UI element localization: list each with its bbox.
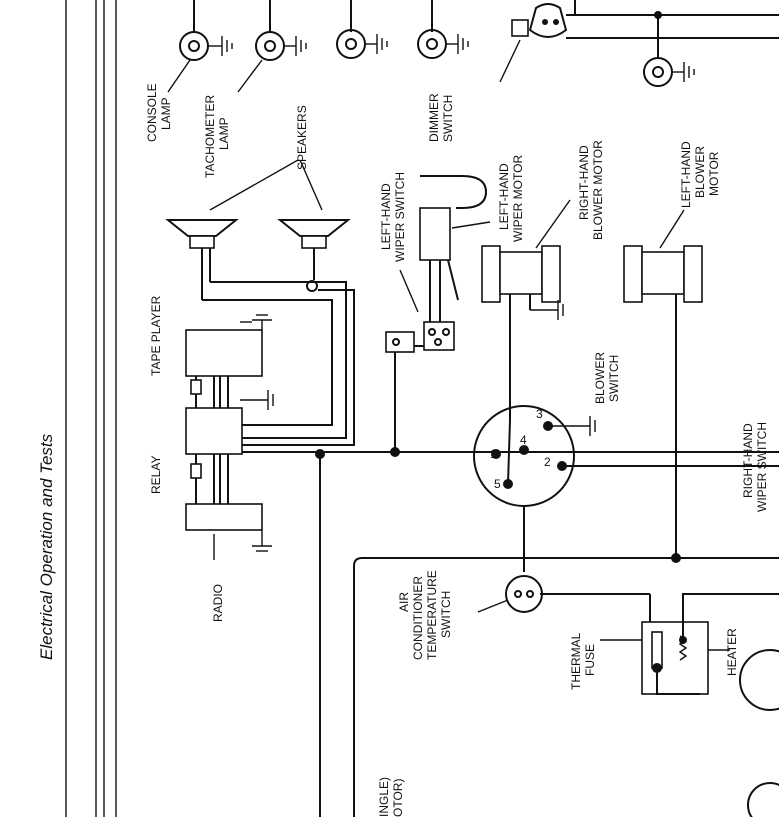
svg-text:LEFT-HAND: LEFT-HAND bbox=[679, 141, 693, 208]
svg-text:HEATER: HEATER bbox=[725, 628, 739, 676]
label-tachometer-lamp: TACHOMETER LAMP bbox=[203, 95, 231, 178]
blower-terminal-3: 3 bbox=[536, 407, 543, 421]
label-left-hand-wiper-switch: LEFT-HAND WIPER SWITCH bbox=[379, 172, 407, 262]
right-speaker-symbol bbox=[277, 219, 351, 292]
svg-text:AIR: AIR bbox=[397, 592, 411, 612]
thermal-fuse-heater-symbol bbox=[600, 593, 779, 817]
svg-text:TAPE PLAYER: TAPE PLAYER bbox=[149, 295, 163, 376]
blower-terminal-2: 2 bbox=[544, 455, 551, 469]
label-left-hand-wiper-motor: LEFT-HAND WIPER MOTOR bbox=[497, 155, 525, 242]
label-dimmer-switch: DIMMER SWITCH bbox=[427, 93, 455, 142]
svg-text:SWITCH: SWITCH bbox=[439, 591, 453, 638]
svg-text:DIMMER: DIMMER bbox=[427, 93, 441, 142]
blower-terminal-4: 4 bbox=[520, 433, 527, 447]
svg-text:SWITCH: SWITCH bbox=[441, 95, 455, 142]
label-right-hand-wiper-switch: RIGHT-HAND WIPER SWITCH bbox=[741, 422, 769, 512]
svg-text:WIPER SWITCH: WIPER SWITCH bbox=[755, 422, 769, 512]
svg-text:FUSE: FUSE bbox=[583, 644, 597, 676]
svg-text:CONDITIONER: CONDITIONER bbox=[411, 576, 425, 660]
svg-text:LEFT-HAND: LEFT-HAND bbox=[497, 163, 511, 230]
label-heater: HEATER bbox=[725, 628, 739, 676]
svg-text:OTOR): OTOR) bbox=[391, 779, 405, 817]
left-hand-wiper-motor-symbol bbox=[419, 175, 491, 322]
label-console-lamp: CONSOLE LAMP bbox=[145, 83, 173, 142]
svg-text:TEMPERATURE: TEMPERATURE bbox=[425, 570, 439, 660]
svg-text:THERMAL: THERMAL bbox=[569, 632, 583, 690]
label-relay: RELAY bbox=[149, 456, 163, 494]
blower-switch-symbol: 1 2 3 4 5 bbox=[473, 405, 779, 572]
svg-text:LEFT-HAND: LEFT-HAND bbox=[379, 183, 393, 250]
svg-text:MOTOR: MOTOR bbox=[707, 151, 721, 196]
svg-text:WIPER SWITCH: WIPER SWITCH bbox=[393, 172, 407, 262]
svg-text:RIGHT-HAND: RIGHT-HAND bbox=[741, 423, 755, 498]
left-hand-wiper-switch-symbol bbox=[385, 269, 455, 452]
svg-text:LAMP: LAMP bbox=[159, 97, 173, 130]
svg-text:LAMP: LAMP bbox=[217, 117, 231, 150]
label-blower-switch: BLOWER SWITCH bbox=[593, 352, 621, 404]
svg-text:BLOWER MOTOR: BLOWER MOTOR bbox=[591, 140, 605, 240]
svg-text:WIPER MOTOR: WIPER MOTOR bbox=[511, 155, 525, 242]
left-speaker-symbol bbox=[165, 219, 239, 300]
page-frame bbox=[65, 0, 117, 817]
label-ac-temperature-switch: AIR CONDITIONER TEMPERATURE SWITCH bbox=[397, 570, 453, 660]
tachometer-lamp-symbol bbox=[255, 0, 307, 61]
svg-text:INGLE): INGLE) bbox=[377, 777, 391, 817]
dimmer-switch-symbol bbox=[499, 0, 779, 87]
right-hand-blower-motor-symbol bbox=[481, 199, 571, 420]
left-hand-blower-motor-symbol bbox=[623, 209, 703, 558]
svg-text:BLOWER: BLOWER bbox=[693, 146, 707, 198]
label-left-hand-blower-motor: LEFT-HAND BLOWER MOTOR bbox=[679, 141, 721, 208]
svg-text:SPEAKERS: SPEAKERS bbox=[295, 105, 309, 170]
tape-player-symbol bbox=[185, 314, 272, 408]
ac-temperature-switch-symbol bbox=[477, 575, 650, 613]
svg-text:CONSOLE: CONSOLE bbox=[145, 83, 159, 142]
page-title: Electrical Operation and Tests bbox=[37, 433, 56, 660]
svg-text:BLOWER: BLOWER bbox=[593, 352, 607, 404]
lamp-symbol-3 bbox=[336, 0, 388, 59]
label-radio: RADIO bbox=[211, 584, 225, 622]
label-partial-bottom: INGLE) OTOR) bbox=[377, 777, 405, 817]
label-tape-player: TAPE PLAYER bbox=[149, 295, 163, 376]
svg-text:RELAY: RELAY bbox=[149, 456, 163, 494]
lamp-symbol-4 bbox=[417, 0, 469, 59]
svg-text:RADIO: RADIO bbox=[211, 584, 225, 622]
svg-text:SWITCH: SWITCH bbox=[607, 355, 621, 402]
relay-symbol bbox=[185, 390, 779, 504]
radio-symbol bbox=[185, 503, 272, 560]
label-thermal-fuse: THERMAL FUSE bbox=[569, 632, 597, 690]
label-speakers: SPEAKERS bbox=[295, 105, 309, 170]
svg-text:RIGHT-HAND: RIGHT-HAND bbox=[577, 145, 591, 220]
label-right-hand-blower-motor: RIGHT-HAND BLOWER MOTOR bbox=[577, 140, 605, 240]
blower-terminal-1: 1 bbox=[490, 447, 497, 461]
console-lamp-symbol bbox=[179, 0, 233, 61]
blower-terminal-5: 5 bbox=[494, 477, 501, 491]
svg-text:TACHOMETER: TACHOMETER bbox=[203, 95, 217, 178]
